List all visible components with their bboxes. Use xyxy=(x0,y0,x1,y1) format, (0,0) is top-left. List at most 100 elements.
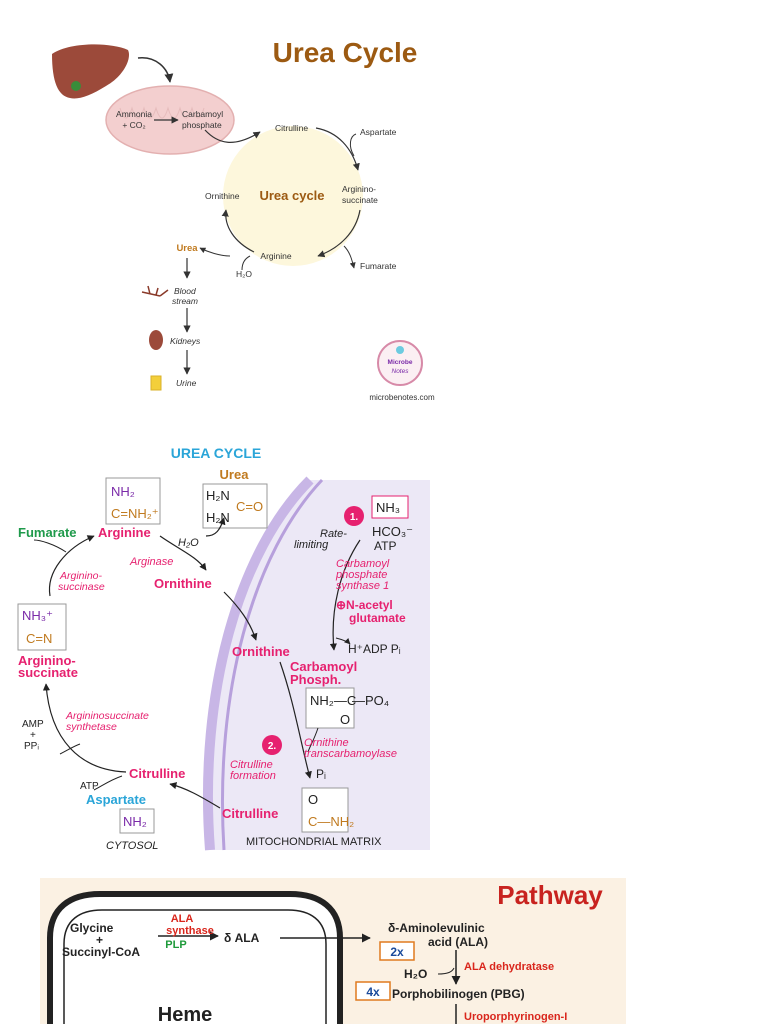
blood-vessel-icon xyxy=(141,285,169,297)
nh3-box xyxy=(371,495,409,519)
aspartate-structure-box xyxy=(119,808,155,834)
p2-title: UREA CYCLE xyxy=(171,445,262,461)
urea-cycle-illustration-svg: Urea Cycle Ammonia + CO₂ Carbamoyl phosp… xyxy=(52,37,435,402)
water-entry-arrow xyxy=(241,255,251,271)
ammonia-label: Ammonia xyxy=(116,109,152,119)
urea-structure-box xyxy=(202,483,268,529)
argininosuccinate-to-arginine-arrow xyxy=(48,535,95,597)
urea-cycle-diagram: UREA CYCLE Urea NH₂ C=NH₂⁺ H₂N H₂N C=O F… xyxy=(10,440,430,855)
p1-arginine-label: Arginine xyxy=(260,251,291,261)
urea-c-o: C=O xyxy=(236,499,263,514)
glycine-plus: + xyxy=(96,933,103,947)
step1-number: 1. xyxy=(350,512,359,523)
p2-arginine-label: Arginine xyxy=(98,525,151,540)
cps1-label-1: Carbamoyl xyxy=(336,558,390,570)
water-to-urea-arrow xyxy=(205,517,226,537)
x2-badge xyxy=(379,941,415,961)
urea-h2n-1: H₂N xyxy=(206,488,230,503)
p1-h2o-label: H₂O xyxy=(236,269,252,279)
citrulline-transport-arrow xyxy=(169,782,221,809)
p1-urea-label: Urea xyxy=(176,243,198,254)
p1-argininosuccinate-label-2: succinate xyxy=(342,195,378,205)
citrulline-structure-box xyxy=(301,787,349,833)
step2-number: 2. xyxy=(268,741,277,752)
heme-pathway-svg: Pathway Glycine + Succinyl-CoA ALA synth… xyxy=(47,880,603,1024)
mitochondrion-inner-outline xyxy=(63,909,327,1024)
ppi-label: PPᵢ xyxy=(24,741,39,752)
delta-ala-label: δ ALA xyxy=(224,931,260,945)
carbamoyl-o: O xyxy=(340,712,350,727)
p1-citrulline-label: Citrulline xyxy=(275,123,308,133)
urine-label: Urine xyxy=(176,378,197,388)
site-label: microbenotes.com xyxy=(369,393,435,402)
argininosuccinate-nh3-plus: NH₃⁺ xyxy=(22,608,53,623)
mitochondrion-outline xyxy=(47,891,343,1024)
fumarate-exit-arrow xyxy=(343,245,356,269)
hadp-label: H⁺ADP Pᵢ xyxy=(348,642,401,656)
p2-atp-left-label: ATP xyxy=(80,781,99,792)
kidney-icon xyxy=(149,330,163,350)
mitochondrial-membrane xyxy=(203,476,314,851)
ornithine-transport-arrow xyxy=(223,591,258,641)
p2-aspartate-label: Aspartate xyxy=(86,792,146,807)
ala-synthase-label-1: ALA xyxy=(171,913,194,925)
logo-text-1: Microbe xyxy=(388,359,413,366)
amp-label: AMP xyxy=(22,719,44,730)
argininosuccinate-structure-box xyxy=(17,603,67,651)
arginine-to-ornithine-arrow xyxy=(159,535,207,571)
rate-limiting-label-2: limiting xyxy=(294,539,329,551)
hadp-release-arrow xyxy=(335,637,351,645)
p1-argininosuccinate-label-1: Arginino- xyxy=(342,184,376,194)
pi-label: Pᵢ xyxy=(316,767,326,781)
cycle-center-label: Urea cycle xyxy=(259,188,324,203)
p1-ornithine-label: Ornithine xyxy=(205,191,240,201)
carbamoyl-nh2-c: NH₂—C xyxy=(310,693,356,708)
otc-label-2: transcarbamoylase xyxy=(304,748,397,760)
citrulline-c-nh2: C—NH₂ xyxy=(308,814,354,829)
cytosol-label: CYTOSOL xyxy=(106,840,158,852)
cps1-label-3: synthase 1 xyxy=(336,580,389,592)
p2-atp-right-label: ATP xyxy=(374,539,396,553)
carbamoyl-phosph-label-2: Phosph. xyxy=(290,672,341,687)
aspartate-entry-arrow xyxy=(93,775,123,791)
amp-plus: + xyxy=(30,730,36,741)
arginase-label: Arginase xyxy=(129,556,173,568)
co2-label: + CO₂ xyxy=(122,120,145,130)
citrulline-to-argininosuccinate-arrow xyxy=(315,127,360,171)
arginine-structure-box xyxy=(105,477,161,525)
ass-label-2: synthetase xyxy=(66,721,117,733)
pbg-label: Porphobilinogen (PBG) xyxy=(392,987,525,1001)
x4-badge xyxy=(355,981,391,1001)
heme-pathway-diagram: Pathway Glycine + Succinyl-CoA ALA synth… xyxy=(40,878,626,1024)
arginine-to-ornithine-arrow xyxy=(221,209,255,253)
ass-label-1: Argininosuccinate xyxy=(65,710,149,722)
nag-label-1: ⊕N-acetyl xyxy=(336,598,393,612)
argininosuccinate-to-arginine-arrow xyxy=(317,209,361,258)
step2-badge xyxy=(262,735,282,755)
ala-name-label-1: δ-Aminolevulinic xyxy=(388,921,485,935)
inner-membrane xyxy=(220,478,324,851)
carbamoyl-entry-arrow xyxy=(307,727,319,753)
blood-label-2: stream xyxy=(172,296,198,306)
nh3-label: NH₃ xyxy=(376,500,400,515)
urea-exit-arrow xyxy=(199,247,231,257)
liver-arrow xyxy=(137,57,174,83)
carbamoyl-po4: —PO₄ xyxy=(352,693,389,708)
fumarate-release-arrow xyxy=(33,539,67,553)
urine-cup-icon xyxy=(150,375,162,391)
carbamoyl-label-1: Carbamoyl xyxy=(182,109,223,119)
blood-label-1: Blood xyxy=(174,286,196,296)
otc-label-1: Ornithine xyxy=(304,737,349,749)
cycle-circle xyxy=(223,126,363,266)
heme-label: Heme xyxy=(158,1004,212,1024)
nag-label-2: glutamate xyxy=(349,611,406,625)
argininosuccinase-label-1: Arginino- xyxy=(59,570,103,582)
p2-citrulline-label-1: Citrulline xyxy=(129,766,185,781)
p2-ornithine-label-1: Ornithine xyxy=(154,576,212,591)
p2-argininosuccinate-label-2: succinate xyxy=(18,665,78,680)
citrulline-formation-label-2: formation xyxy=(230,770,276,782)
argininosuccinase-label-2: succinase xyxy=(58,581,105,593)
glycine-label: Glycine xyxy=(70,921,114,935)
carbamoyl-label-2: phosphate xyxy=(182,120,222,130)
p2-fumarate-label: Fumarate xyxy=(18,525,77,540)
